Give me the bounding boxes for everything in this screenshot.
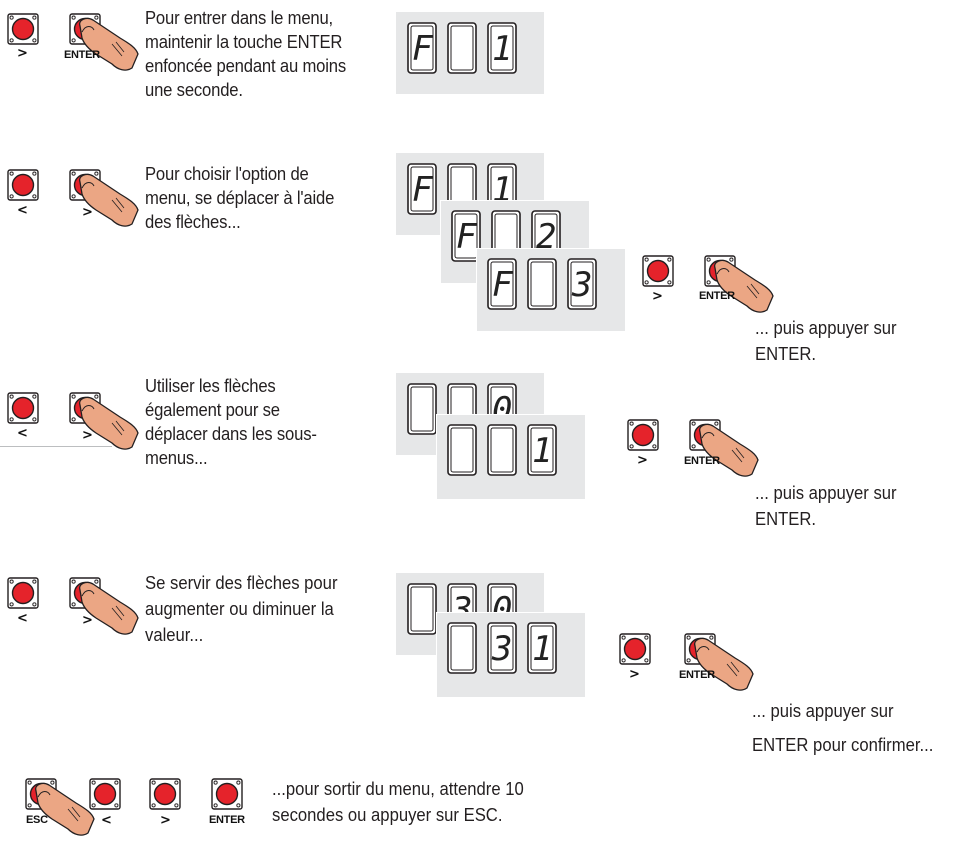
digit: 1 <box>532 431 552 471</box>
button-right[interactable] <box>619 633 651 665</box>
finger-press-icon <box>79 581 139 635</box>
digit: F <box>412 170 433 210</box>
step-2-after-text: ... puis appuyer sur ENTER. <box>755 317 897 364</box>
step-1-text: Pour entrer dans le menu, maintenir la t… <box>145 7 347 100</box>
finger-press-icon <box>35 782 95 836</box>
finger-press-icon <box>694 637 754 691</box>
digit: F <box>492 265 513 305</box>
finger-press-icon <box>79 17 139 71</box>
enter-key-label: ENTER <box>684 455 720 467</box>
display-031: 3 1 <box>447 622 557 674</box>
button-left[interactable] <box>7 169 39 201</box>
button-right[interactable] <box>642 255 674 287</box>
step-2-text: Pour choisir l'option de menu, se déplac… <box>145 163 335 232</box>
right-arrow-label: > <box>82 205 93 220</box>
button-left[interactable] <box>7 392 39 424</box>
digit: F <box>412 29 433 69</box>
enter-key-label: ENTER <box>209 814 245 826</box>
button-left[interactable] <box>7 577 39 609</box>
step-4-text: Se servir des flèches pour augmenter ou … <box>145 572 338 645</box>
display-f01: F 1 <box>407 22 517 74</box>
right-arrow-label: > <box>652 289 663 304</box>
left-arrow-label: < <box>101 813 112 828</box>
finger-press-icon <box>79 396 139 450</box>
finger-press-icon <box>699 423 759 477</box>
left-arrow-label: < <box>17 611 28 626</box>
display-001: 1 <box>447 424 557 476</box>
step-3-text: Utiliser les flèches également pour se d… <box>145 375 317 468</box>
digit: 3 <box>491 629 512 669</box>
step-5-text: ...pour sortir du menu, attendre 10 seco… <box>272 778 524 825</box>
display-f03: F 3 <box>487 258 597 310</box>
digit: 3 <box>571 265 592 305</box>
digit: 1 <box>532 629 552 669</box>
enter-key-label: ENTER <box>699 290 735 302</box>
button-left[interactable] <box>89 778 121 810</box>
divider <box>0 446 112 447</box>
right-arrow-label: > <box>629 667 640 682</box>
button-right[interactable] <box>149 778 181 810</box>
digit: F <box>456 217 477 257</box>
enter-key-label: ENTER <box>64 49 100 61</box>
display-f02: F 2 <box>451 210 561 262</box>
step-4-after-text: ... puis appuyer sur ENTER pour confirme… <box>752 700 934 755</box>
enter-key-label: ENTER <box>679 669 715 681</box>
right-arrow-label: > <box>82 428 93 443</box>
right-arrow-label: > <box>160 813 171 828</box>
step-3-after-text: ... puis appuyer sur ENTER. <box>755 482 897 529</box>
finger-press-icon <box>79 173 139 227</box>
left-arrow-label: < <box>17 426 28 441</box>
button-enter[interactable] <box>211 778 243 810</box>
right-arrow-label: > <box>637 453 648 468</box>
right-arrow-label: > <box>17 46 28 61</box>
button-right[interactable] <box>627 419 659 451</box>
right-arrow-label: > <box>82 613 93 628</box>
left-arrow-label: < <box>17 203 28 218</box>
digit: 2 <box>536 217 556 257</box>
esc-key-label: ESC <box>26 814 48 826</box>
button-right[interactable] <box>7 13 39 45</box>
digit: 1 <box>492 29 512 69</box>
